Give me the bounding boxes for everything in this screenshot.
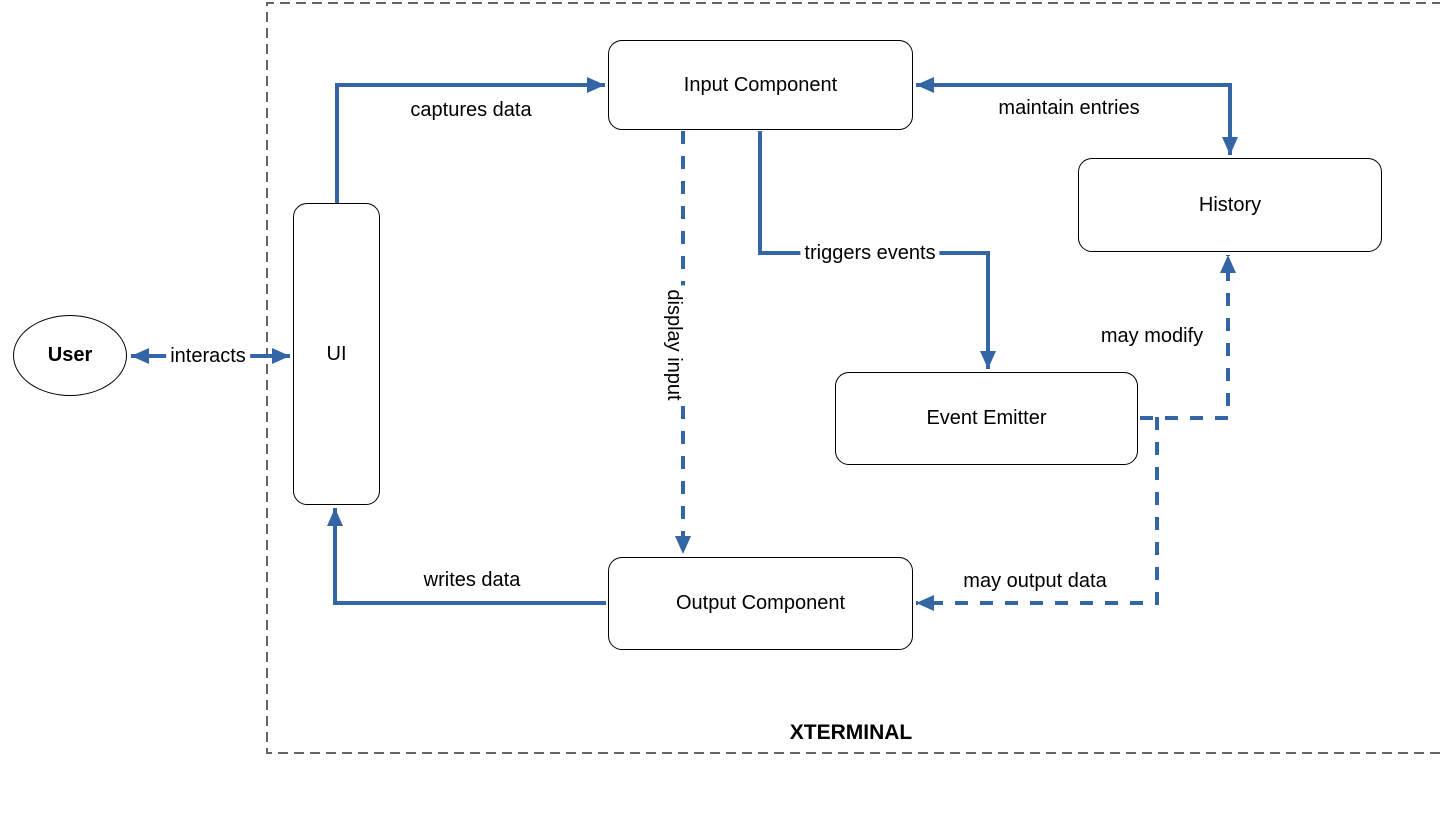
node-ui: UI	[293, 203, 380, 505]
node-event-emitter-label: Event Emitter	[926, 407, 1047, 429]
edge-label-triggers-events: triggers events	[800, 241, 940, 265]
edge-maintain-entries	[916, 77, 1238, 155]
edge-writes-data	[327, 508, 606, 605]
node-input-component: Input Component	[608, 40, 913, 130]
node-user: User	[13, 315, 127, 396]
node-user-label: User	[47, 344, 93, 366]
node-event-emitter: Event Emitter	[835, 372, 1138, 465]
node-history: History	[1078, 158, 1382, 252]
edge-label-display-input: display input	[662, 285, 686, 405]
xterminal-boundary	[266, 2, 1440, 754]
edge-label-writes-data: writes data	[419, 568, 525, 592]
edge-label-captures-data: captures data	[406, 98, 536, 122]
edge-captures-data	[335, 77, 605, 203]
node-output-component: Output Component	[608, 557, 913, 650]
node-ui-label: UI	[326, 342, 347, 365]
edge-label-may-modify: may modify	[1096, 324, 1208, 348]
xterminal-title: XTERMINAL	[789, 721, 913, 744]
edge-label-interacts: interacts	[166, 344, 250, 368]
node-history-label: History	[1198, 193, 1262, 216]
edge-label-maintain-entries: maintain entries	[994, 96, 1144, 120]
edge-may-modify	[1140, 255, 1236, 420]
node-input-component-label: Input Component	[683, 73, 838, 96]
edge-may-output-data	[916, 417, 1159, 611]
node-output-component-label: Output Component	[676, 592, 845, 614]
edge-label-may-output-data: may output data	[959, 569, 1111, 593]
